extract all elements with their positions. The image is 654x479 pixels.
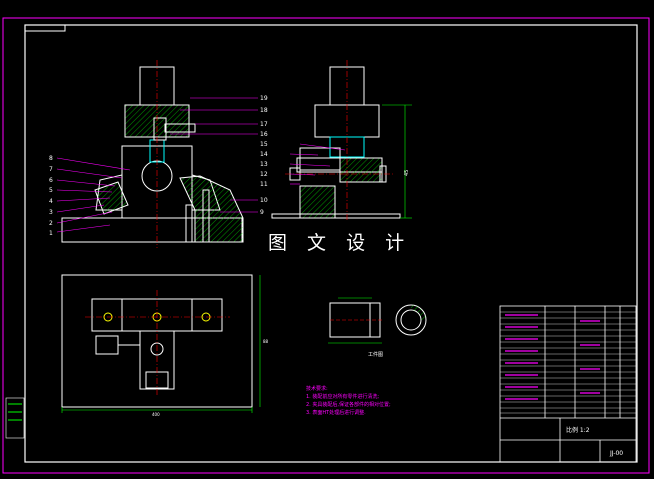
corner-mark — [24, 24, 66, 32]
balloon-17: 17 — [260, 121, 268, 128]
front-view — [61, 66, 244, 243]
side-view — [271, 66, 401, 219]
balloon-10: 10 — [260, 197, 268, 204]
balloon-15: 15 — [260, 141, 268, 148]
top-dimension-height: 88 — [263, 339, 269, 344]
parts-list-marks — [505, 314, 600, 400]
balloon-13: 13 — [260, 161, 268, 168]
balloon-8: 8 — [49, 155, 53, 162]
balloon-16: 16 — [260, 131, 268, 138]
balloon-12: 12 — [260, 171, 268, 178]
top-dimensions — [61, 275, 261, 413]
balloon-2: 2 — [49, 220, 53, 227]
side-balloons: 19 18 17 16 15 14 13 12 11 10 9 — [260, 95, 268, 216]
tech-notes-title: 技术要求: — [306, 386, 328, 392]
balloon-7: 7 — [49, 166, 53, 173]
left-margin-stamp — [5, 397, 25, 439]
side-dimension-label: 45 — [404, 170, 410, 176]
tech-note-3: 3. 表面HT处理后进行调整. — [306, 410, 366, 416]
balloon-9: 9 — [260, 209, 264, 216]
technical-notes: 技术要求: 1. 装配前应对所有零件进行清洗; 2. 夹具装配后,保证各部件的相… — [306, 385, 391, 417]
title-block-code: JJ-00 — [610, 450, 624, 457]
watermark-text: 图 文 设 计 — [268, 232, 412, 254]
workpiece-label: 工件图 — [368, 352, 384, 358]
side-dimension — [382, 104, 412, 219]
workpiece-hatch-ring — [411, 305, 426, 320]
balloon-5: 5 — [49, 187, 53, 194]
balloon-1: 1 — [49, 230, 53, 237]
balloon-3: 3 — [49, 209, 53, 216]
balloon-4: 4 — [49, 198, 53, 205]
workpiece-drawing — [328, 297, 427, 344]
side-leaders — [170, 97, 346, 213]
tech-note-2: 2. 夹具装配后,保证各部件的相对位置; — [306, 402, 391, 408]
tech-note-1: 1. 装配前应对所有零件进行清洗; — [306, 394, 380, 400]
title-block-scale: 比例 1:2 — [566, 427, 590, 434]
outer-border — [2, 17, 650, 474]
balloon-6: 6 — [49, 177, 53, 184]
inner-border — [24, 24, 638, 463]
balloon-19: 19 — [260, 95, 268, 102]
balloon-11: 11 — [260, 181, 268, 188]
top-dimension-width: 400 — [152, 412, 160, 417]
parts-list-rows — [500, 311, 636, 414]
front-balloons: 1 2 3 4 5 6 7 8 — [49, 155, 53, 237]
balloon-14: 14 — [260, 151, 268, 158]
front-leaders — [56, 157, 131, 233]
balloon-18: 18 — [260, 107, 268, 114]
